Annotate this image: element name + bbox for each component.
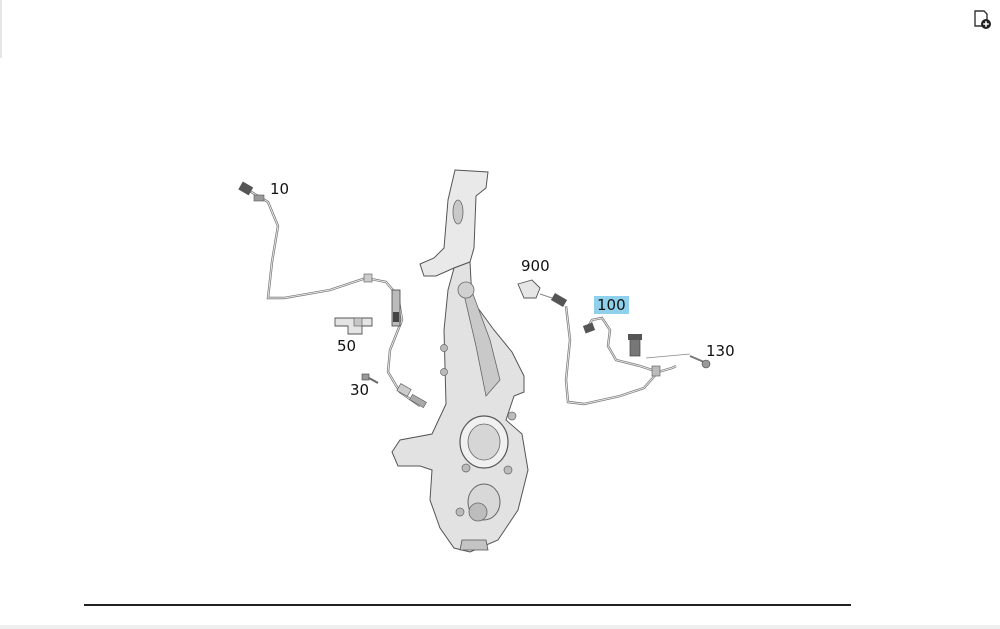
part-50-bracket: [334, 317, 373, 335]
part-30-bolt: [361, 373, 379, 384]
footer-band: [0, 625, 1000, 629]
part-100-sensor-cable: [564, 305, 691, 406]
callout-100[interactable]: 100: [594, 296, 629, 314]
callout-10[interactable]: 10: [270, 180, 290, 198]
divider-line: [84, 604, 851, 606]
callout-30[interactable]: 30: [350, 381, 370, 399]
steering-knuckle: [391, 169, 529, 553]
left-panel-edge: [0, 0, 2, 58]
callout-900[interactable]: 900: [521, 257, 550, 275]
part-10-sensor-cable: [238, 181, 427, 409]
callout-130[interactable]: 130: [706, 342, 735, 360]
part-900-connector: [517, 279, 568, 307]
part-130-screw: [689, 355, 711, 369]
add-to-list-button[interactable]: [971, 8, 993, 30]
add-to-list-icon: [974, 10, 991, 29]
callout-50[interactable]: 50: [337, 337, 357, 355]
